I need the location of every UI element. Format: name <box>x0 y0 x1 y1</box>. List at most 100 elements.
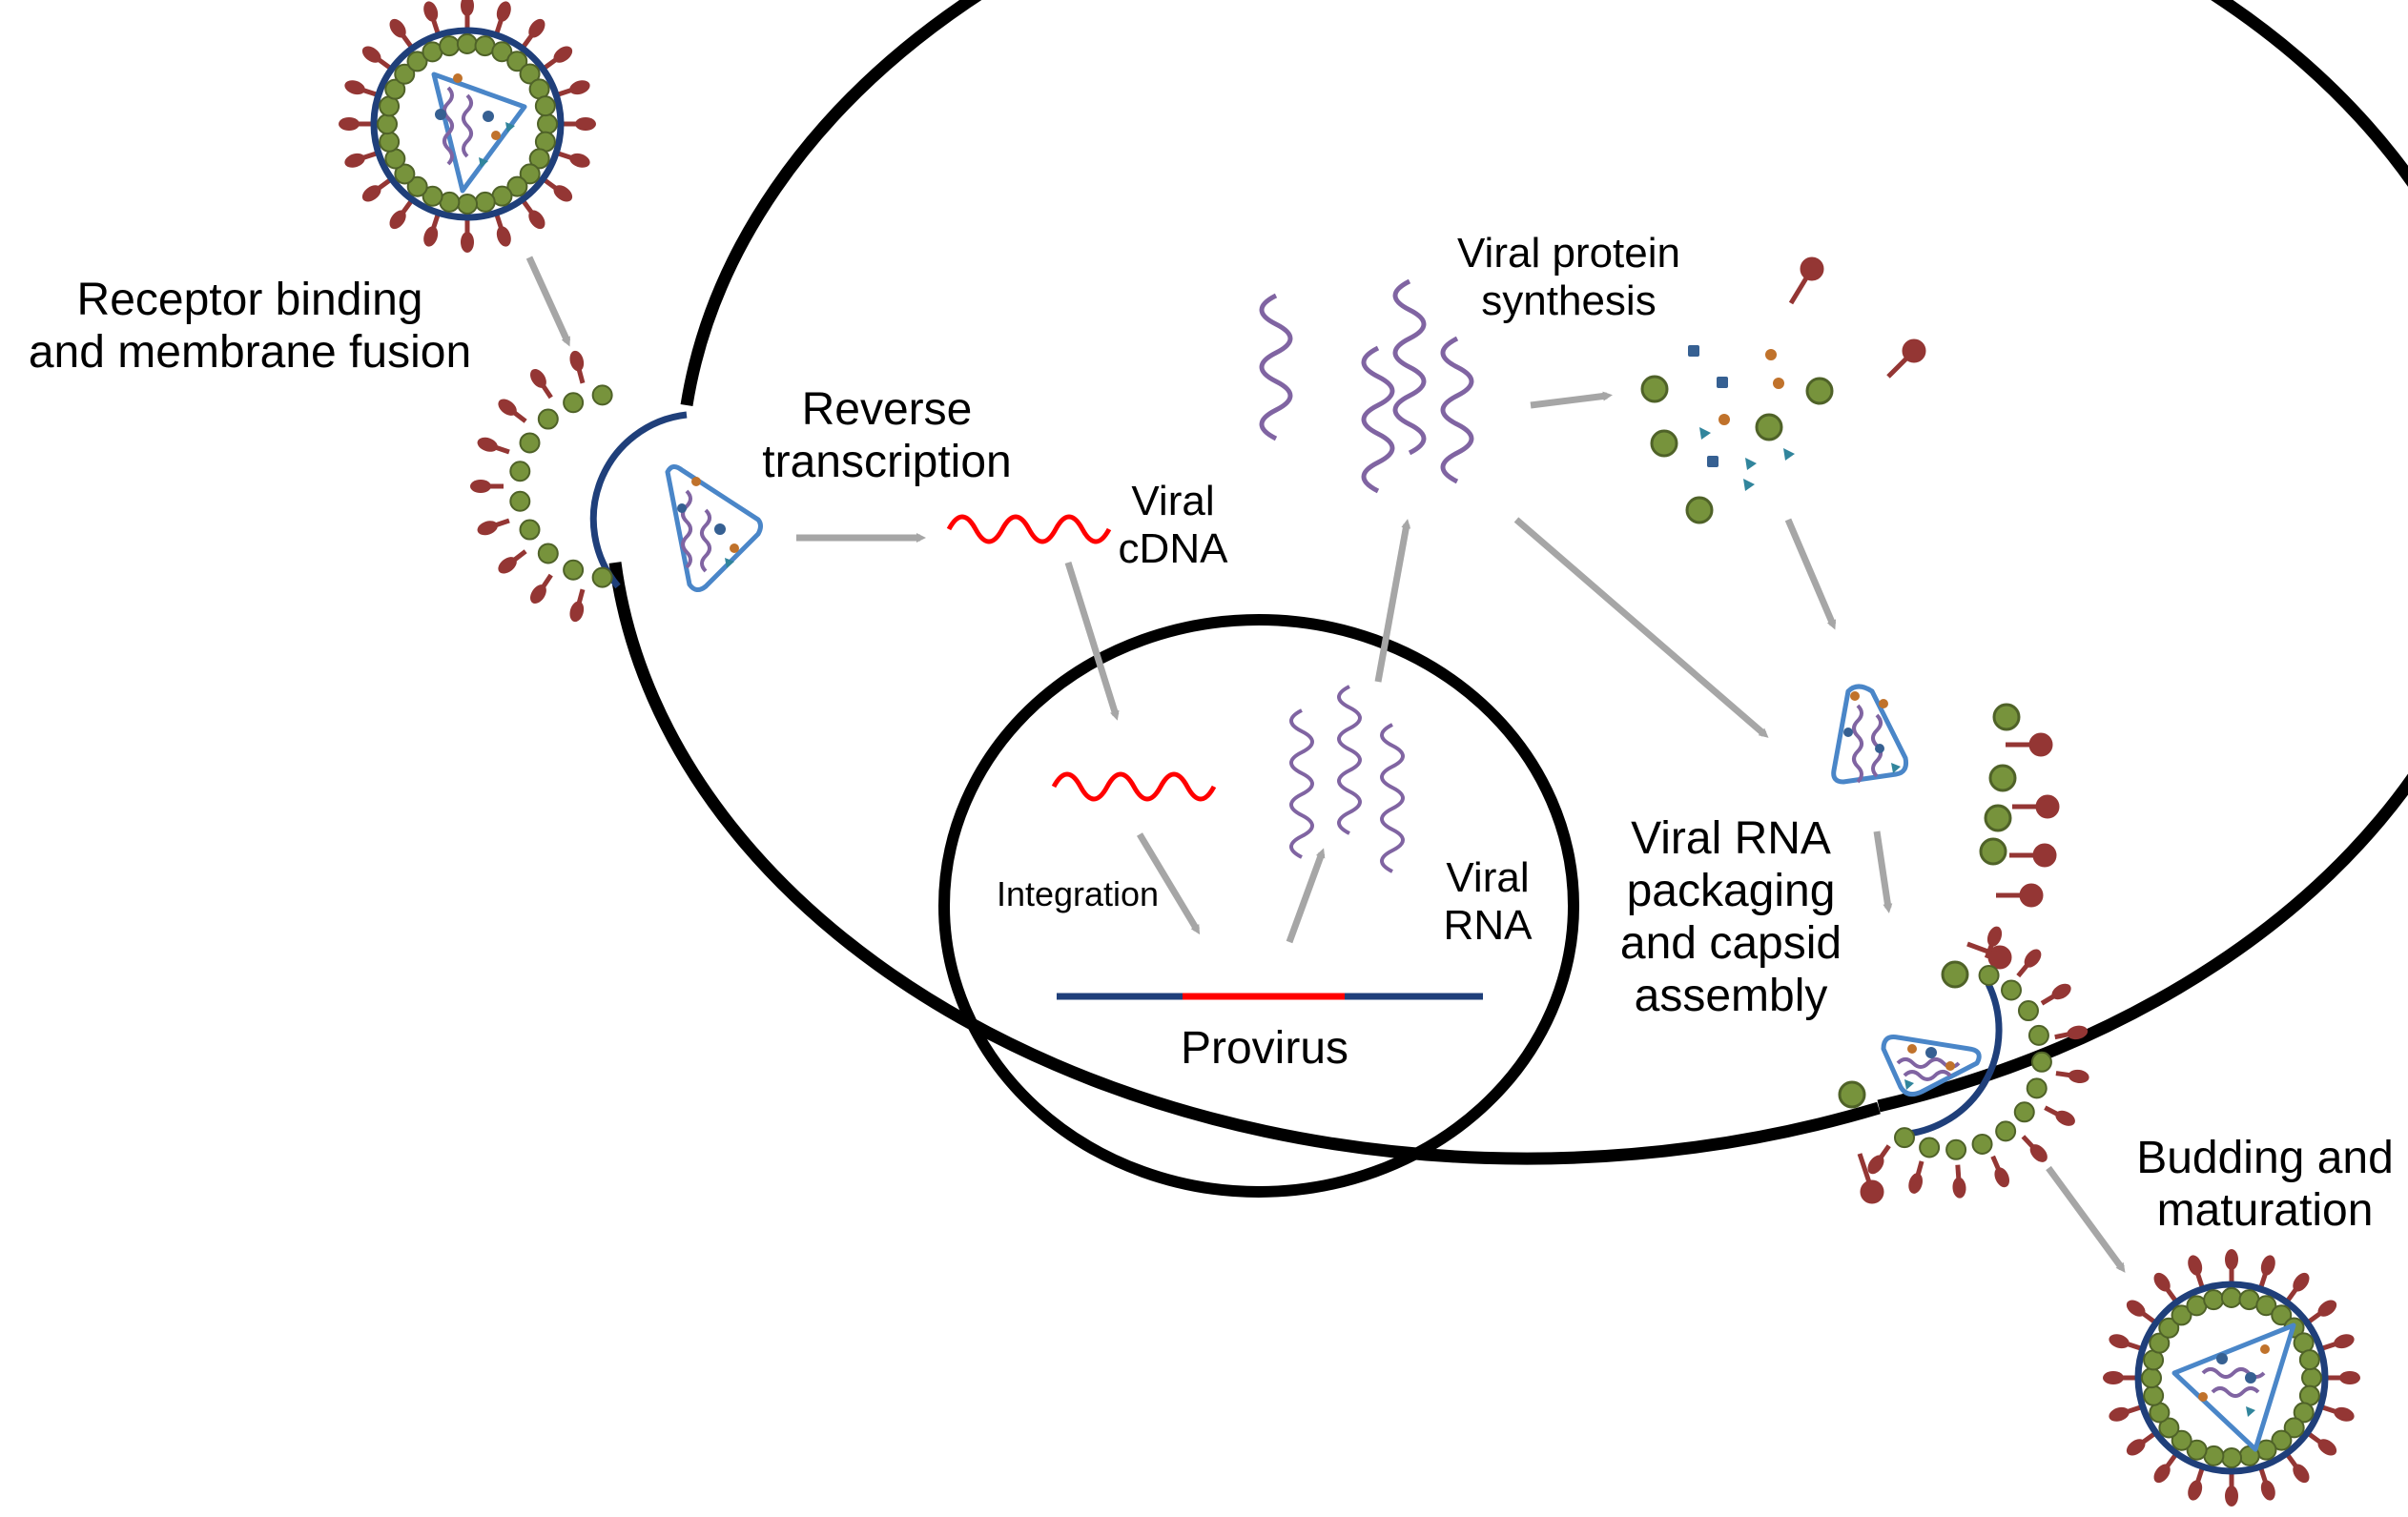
envelope-spike-head <box>2029 1144 2048 1162</box>
envelope-spike-head <box>2153 1272 2171 1292</box>
viral-proteins <box>1640 345 1834 524</box>
envelope-spike-head <box>2068 1069 2089 1084</box>
svg-text:assembly: assembly <box>1635 971 1828 1021</box>
matrix-bead <box>519 63 541 85</box>
envelope-spike-head <box>1867 1155 1884 1175</box>
matrix-bead <box>591 566 613 588</box>
envelope-spike-head <box>2024 949 2042 968</box>
matrix-bead <box>534 95 556 117</box>
envelope-spike-head <box>530 368 546 388</box>
svg-text:Reverse: Reverse <box>802 384 973 435</box>
label-receptor-binding: Receptor binding and membrane fusion <box>29 275 471 378</box>
matrix-bead <box>2271 1429 2293 1451</box>
arrow-cdna-to-nucleus <box>1064 561 1120 721</box>
matrix-bead <box>537 408 559 430</box>
svg-text:synthesis: synthesis <box>1481 277 1656 324</box>
matrix-bead <box>2220 1287 2242 1309</box>
matrix-bead <box>422 185 443 207</box>
envelope-spike-head <box>361 185 381 202</box>
matrix-bead <box>537 113 558 134</box>
envelope-spike-head <box>553 46 573 63</box>
envelope-spike-head <box>553 185 573 202</box>
matrix-bead <box>2158 1317 2180 1339</box>
matrix-bead <box>2186 1439 2208 1461</box>
envelope-spike-head <box>528 210 545 230</box>
matrix-bead <box>384 78 406 100</box>
label-integration: Integration <box>997 874 1159 913</box>
matrix-bead <box>2283 1417 2305 1439</box>
envelope-spike-head <box>2188 1255 2203 1276</box>
arrow-release <box>2046 1165 2126 1273</box>
envelope-spike-head <box>2293 1464 2310 1484</box>
envelope-spike-head <box>2225 1486 2238 1507</box>
matrix-bead <box>2158 1417 2180 1439</box>
envelope-spike-head <box>2334 1334 2355 1349</box>
released-capsid <box>665 464 763 592</box>
envelope-spike-head <box>2225 1249 2238 1270</box>
arrow-rna-to-assembly <box>1513 517 1769 738</box>
matrix-bead <box>506 51 528 72</box>
matrix-bead <box>591 384 613 406</box>
envelope-spike-head <box>2339 1371 2360 1384</box>
envelope-spike-head <box>461 232 474 253</box>
arrows <box>525 256 2126 1273</box>
matrix-bead <box>2013 1101 2035 1123</box>
svg-text:and capsid: and capsid <box>1620 918 1842 969</box>
envelope-spike-head <box>569 350 585 372</box>
matrix-bead <box>457 193 479 215</box>
nucleus-membrane <box>938 614 1579 1198</box>
envelope-spike-head <box>569 80 590 95</box>
envelope-spike-head <box>2260 1480 2275 1501</box>
arrow-integration <box>1136 832 1201 935</box>
svg-text:RNA: RNA <box>1444 902 1533 949</box>
matrix-bead <box>519 432 541 454</box>
matrix-bead <box>456 33 478 55</box>
envelope-spike-head <box>361 46 381 63</box>
envelope-spike-head <box>423 226 439 247</box>
label-packaging-assembly: Viral RNA packaging and capsid assembly <box>1620 813 1842 1021</box>
fusing-virion <box>470 350 688 623</box>
budding-virion <box>1867 926 2089 1199</box>
matrix-bead <box>406 51 428 72</box>
envelope-spike-head <box>2293 1272 2310 1292</box>
arrow-translation <box>1530 391 1613 409</box>
matrix-bead <box>474 191 496 213</box>
matrix-bead <box>491 41 513 63</box>
matrix-proteins-at-membrane <box>1838 703 2021 1109</box>
matrix-bead <box>563 392 585 414</box>
matrix-bead <box>509 461 531 482</box>
envelope-spike-head <box>2334 1406 2355 1422</box>
envelope-spike-head <box>2109 1406 2130 1422</box>
envelope-spike-head <box>528 18 545 38</box>
svg-text:cDNA: cDNA <box>1119 525 1229 572</box>
envelope-spike-head <box>2126 1439 2146 1456</box>
envelope-spike-head <box>498 557 517 574</box>
matrix-bead <box>563 559 585 581</box>
matrix-bead <box>1945 1138 1967 1160</box>
matrix-bead <box>506 175 528 197</box>
envelope-spike-head <box>461 0 474 16</box>
label-viral-cdna: Viral cDNA <box>1119 478 1229 572</box>
envelope-spike-head <box>423 1 439 22</box>
arrow-entry <box>525 256 571 347</box>
matrix-bead <box>2298 1349 2320 1371</box>
envelope-spike-head <box>2317 1300 2337 1317</box>
label-viral-rna: Viral RNA <box>1444 854 1533 949</box>
mature-virion-released <box>2103 1249 2360 1507</box>
envelope-spike-head <box>1952 1177 1966 1199</box>
matrix-bead <box>2143 1384 2165 1406</box>
envelope-spike-head <box>2067 1025 2089 1040</box>
label-viral-protein-synthesis: Viral protein synthesis <box>1457 230 1680 324</box>
matrix-bead <box>2293 1402 2315 1424</box>
envelope-spike-head <box>2103 1371 2124 1384</box>
matrix-bead <box>519 163 541 185</box>
envelope-spike-head <box>496 226 511 247</box>
matrix-bead <box>528 148 550 170</box>
matrix-bead <box>1894 1127 1915 1149</box>
envelope-spike-head <box>2260 1255 2275 1276</box>
envelope-spike-head <box>470 480 491 493</box>
envelope-spike-head <box>569 153 590 168</box>
matrix-bead <box>406 175 428 197</box>
svg-text:and membrane fusion: and membrane fusion <box>29 327 471 378</box>
